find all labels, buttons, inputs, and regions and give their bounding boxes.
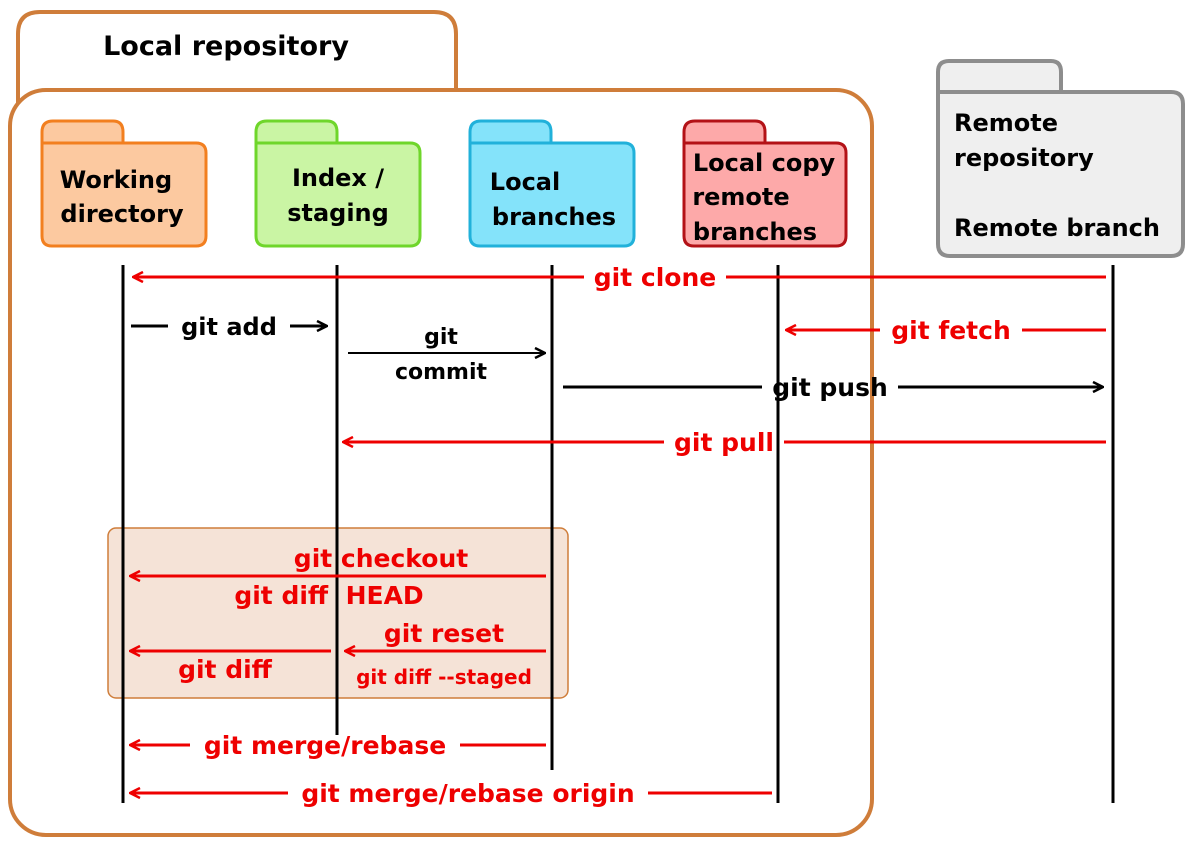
folder-label-line: Local copy [693,149,836,177]
folder-label-line: branches [693,218,817,246]
folder-label-line: staging [287,199,389,227]
command-arrows [130,277,1106,793]
label-git-diff-head: git diff HEAD [234,581,423,610]
label-git-reset: git reset [384,619,504,648]
label-git-checkout: git checkout [294,544,468,573]
folder-label-line: Working [60,166,172,194]
folder-working-directory: Working directory [40,119,208,248]
label-git-clone: git clone [594,263,716,292]
local-repository-label: Local repository [103,31,349,62]
label-git-diff-staged: git diff --staged [356,665,532,689]
folder-label-line: Remote [954,109,1058,137]
folder-remote-repository: Remote repository Remote branch [936,59,1185,258]
command-labels: git clone git add git commit git fetch g… [178,263,1011,808]
label-git-merge-rebase: git merge/rebase [204,731,446,760]
folder-label-line: Local [490,168,560,196]
label-git-commit: commit [395,360,488,385]
lifelines [121,265,1115,803]
folder-label-line: remote [692,183,789,211]
folder-label-line: directory [60,200,184,228]
label-git-add: git add [181,313,277,341]
folder-local-copy-remote-branches: Local copy remote branches [682,119,848,248]
folder-label-line: Remote branch [954,214,1160,242]
label-git-push: git push [772,373,888,402]
label-git-fetch: git fetch [891,316,1011,345]
label-git-merge-rebase-origin: git merge/rebase origin [301,779,634,808]
folder-index-staging: Index / staging [254,119,422,248]
folder-local-branches: Local branches [468,119,636,248]
folder-label-line: repository [954,144,1094,172]
label-git-commit: git [424,325,458,350]
label-git-diff: git diff [178,655,273,684]
folder-label-line: branches [492,203,616,231]
folder-label-line: Index / [292,164,384,192]
label-git-pull: git pull [674,428,774,457]
